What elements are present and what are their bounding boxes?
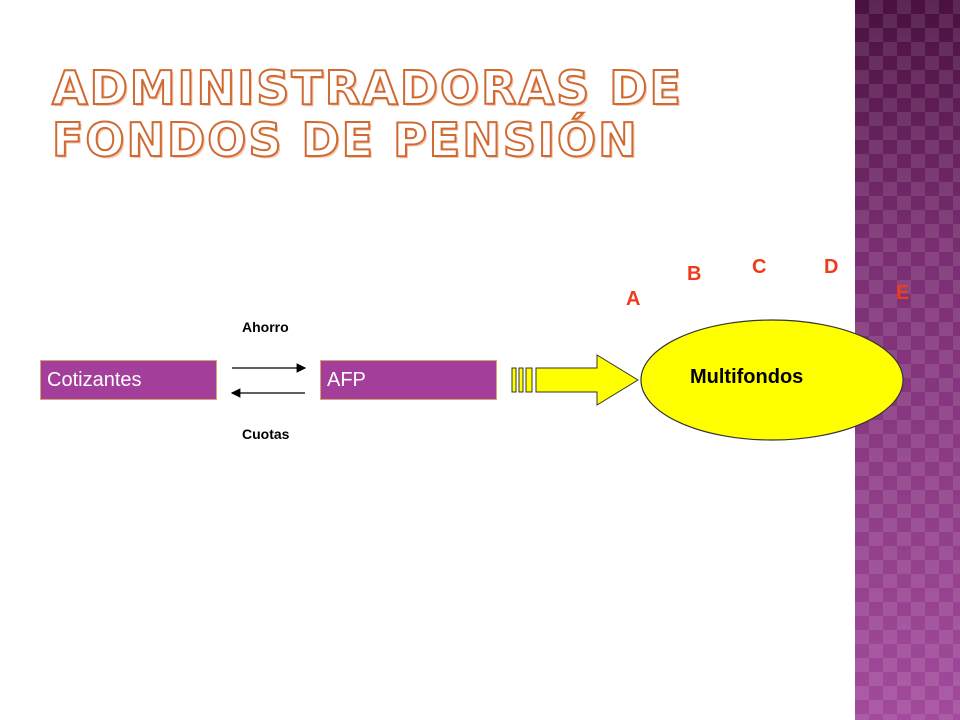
striped-block-arrow bbox=[511, 354, 639, 406]
fund-letter-d: D bbox=[824, 256, 839, 278]
slide-title: Administradoras de Fondos de Pensión bbox=[51, 61, 683, 167]
fund-letter-e: E bbox=[896, 282, 910, 304]
cotizantes-box: Cotizantes bbox=[40, 360, 217, 400]
fund-letter-a: A bbox=[626, 288, 641, 310]
ahorro-label: Ahorro bbox=[242, 319, 289, 335]
multifondos-label: Multifondos bbox=[690, 366, 804, 388]
cuotas-label: Cuotas bbox=[242, 426, 290, 442]
multifondos-oval bbox=[640, 319, 904, 441]
fund-letter-b: B bbox=[687, 263, 702, 285]
afp-box: AFP bbox=[320, 360, 497, 400]
fund-letter-c: C bbox=[752, 256, 767, 278]
decorative-side-panel bbox=[855, 0, 960, 720]
